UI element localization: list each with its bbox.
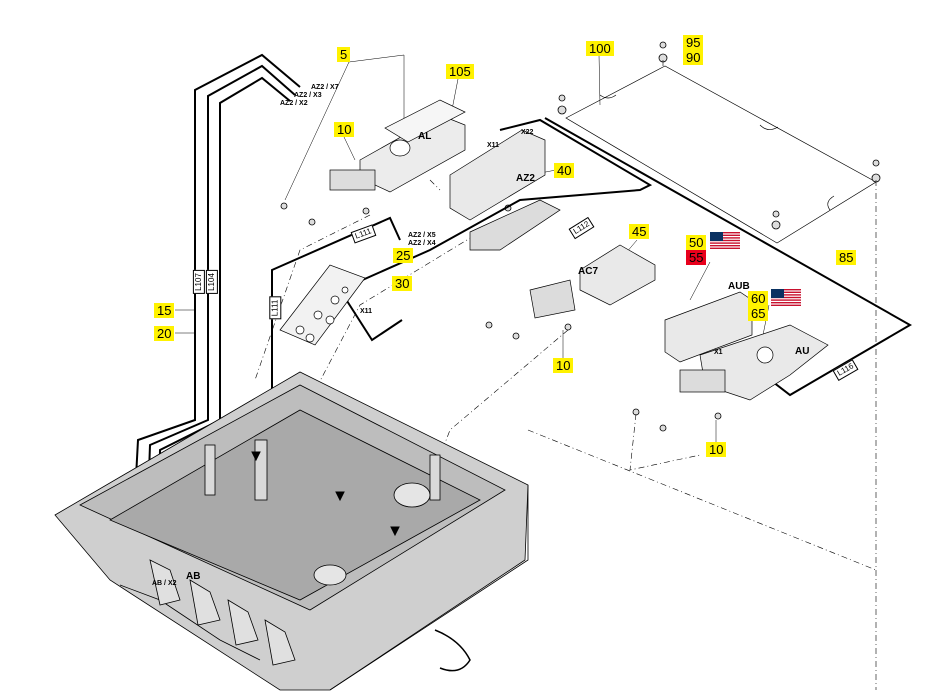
wire-label-x22: X22: [521, 129, 534, 136]
part-label-au: AU: [795, 346, 810, 357]
callout-100[interactable]: 100: [586, 41, 614, 56]
callout-20[interactable]: 20: [154, 326, 175, 341]
callout-10-ac7[interactable]: 10: [553, 358, 574, 373]
callout-5[interactable]: 5: [337, 47, 351, 62]
al-unit: [329, 99, 466, 193]
cable-label-l104: L104: [205, 270, 218, 294]
keypad: [279, 264, 366, 346]
leader-lines: [175, 54, 770, 442]
au-board: [679, 324, 829, 401]
callout-25[interactable]: 25: [393, 248, 414, 263]
callout-105[interactable]: 105: [446, 64, 474, 79]
callout-85[interactable]: 85: [836, 250, 857, 265]
part-label-ab: AB: [186, 571, 201, 582]
callout-45[interactable]: 45: [629, 224, 650, 239]
callout-60[interactable]: 60: [748, 291, 769, 306]
callout-15[interactable]: 15: [154, 303, 175, 318]
wire-label-az2-x4: AZ2 / X4: [408, 240, 436, 247]
callout-95[interactable]: 95: [683, 35, 704, 50]
wire-label-az2-x7: AZ2 / X7: [311, 84, 339, 91]
callout-40[interactable]: 40: [554, 163, 575, 178]
drain-hose: [434, 629, 471, 672]
part-label-aub: AUB: [728, 281, 750, 292]
us-flag-icon: [710, 232, 740, 249]
wire-label-x11-keypad: X11: [360, 308, 373, 315]
part-label-ac7: AC7: [578, 266, 599, 277]
part-label-al: AL: [418, 131, 432, 142]
wire-label-x1: X1: [714, 349, 723, 356]
az2-board: [449, 129, 561, 251]
arrows: [251, 451, 400, 537]
wire-label-az2-x5: AZ2 / X5: [408, 232, 436, 239]
us-flag-icon: [771, 289, 801, 306]
wire-label-x11-az2: X11: [487, 142, 500, 149]
housing-tray: [54, 371, 529, 691]
cover-plate: [565, 65, 877, 244]
callout-55[interactable]: 55: [686, 250, 707, 265]
ac7-board: [529, 244, 656, 319]
callout-90[interactable]: 90: [683, 50, 704, 65]
part-label-az2: AZ2: [516, 173, 535, 184]
wire-label-az2-x2: AZ2 / X2: [280, 100, 308, 107]
wire-label-az2-x3: AZ2 / X3: [294, 92, 322, 99]
wire-label-ab-x2: AB / X2: [152, 580, 177, 587]
callout-65[interactable]: 65: [748, 306, 769, 321]
callout-30[interactable]: 30: [392, 276, 413, 291]
aub-board: [664, 291, 753, 363]
callout-10-au[interactable]: 10: [706, 442, 727, 457]
cable-label-l107: L107: [192, 270, 205, 294]
callout-10[interactable]: 10: [334, 122, 355, 137]
cable-label-l111-vertical: L111: [269, 296, 282, 320]
callout-50[interactable]: 50: [686, 235, 707, 250]
